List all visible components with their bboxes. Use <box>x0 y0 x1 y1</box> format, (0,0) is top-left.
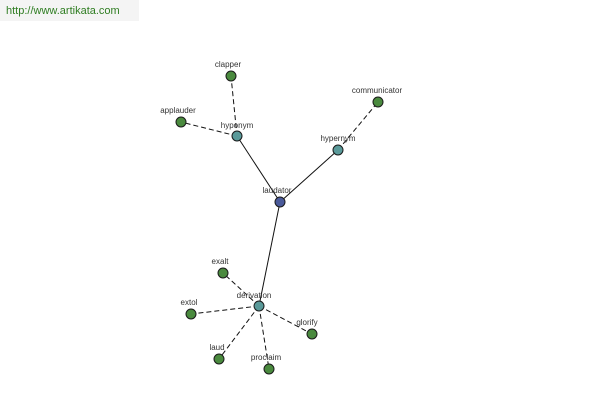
node-hyponym-dot[interactable] <box>231 130 243 142</box>
node-laudator[interactable]: laudator <box>263 186 292 208</box>
node-clapper-label: clapper <box>215 60 242 69</box>
nodes-layer: laudator hyponym hypernym derivation clapper… <box>160 60 403 375</box>
edge-derivation-exalt <box>222 272 260 307</box>
edge-derivation-extol <box>190 305 260 315</box>
node-exalt-dot[interactable] <box>217 267 229 279</box>
node-laudator-dot[interactable] <box>274 196 286 208</box>
site-url-link[interactable]: http://www.artikata.com <box>0 0 139 21</box>
node-laud[interactable]: laud <box>209 343 225 365</box>
edge-derivation-glorify <box>258 305 313 335</box>
node-proclaim-dot[interactable] <box>263 363 275 375</box>
node-extol-label: extol <box>181 298 198 307</box>
node-extol[interactable]: extol <box>181 298 198 320</box>
edge-hypernym-communicator <box>337 101 379 151</box>
node-hypernym-label: hypernym <box>320 134 355 143</box>
edge-derivation-proclaim <box>258 305 270 370</box>
node-applauder-label: applauder <box>160 106 196 115</box>
node-communicator-dot[interactable] <box>372 96 384 108</box>
edge-laudator-hyponym <box>236 135 281 203</box>
edge-derivation-laud <box>218 305 260 360</box>
node-hypernym[interactable]: hypernym <box>320 134 356 156</box>
node-proclaim[interactable]: proclaim <box>251 353 282 375</box>
node-laud-label: laud <box>209 343 224 352</box>
edge-hyponym-applauder <box>180 121 238 137</box>
node-hyponym[interactable]: hyponym <box>221 121 254 142</box>
node-hyponym-label: hyponym <box>221 121 254 130</box>
node-clapper-dot[interactable] <box>225 70 237 82</box>
node-glorify-label: glorify <box>296 318 317 327</box>
node-glorify-dot[interactable] <box>306 328 318 340</box>
node-proclaim-label: proclaim <box>251 353 282 362</box>
edge-laudator-hypernym <box>279 149 339 203</box>
node-derivation-label: derivation <box>237 291 272 300</box>
node-applauder[interactable]: applauder <box>160 106 196 128</box>
node-applauder-dot[interactable] <box>175 116 187 128</box>
node-communicator[interactable]: communicator <box>352 86 403 108</box>
node-exalt[interactable]: exalt <box>212 257 230 279</box>
edge-hyponym-clapper <box>230 75 238 137</box>
node-laudator-label: laudator <box>263 186 292 195</box>
node-extol-dot[interactable] <box>185 308 197 320</box>
node-communicator-label: communicator <box>352 86 403 95</box>
edges-layer <box>180 75 379 370</box>
node-exalt-label: exalt <box>212 257 230 266</box>
node-clapper[interactable]: clapper <box>215 60 242 82</box>
node-derivation-dot[interactable] <box>253 300 265 312</box>
node-laud-dot[interactable] <box>213 353 225 365</box>
edge-laudator-derivation <box>258 201 281 307</box>
node-hypernym-dot[interactable] <box>332 144 344 156</box>
node-glorify[interactable]: glorify <box>296 318 318 340</box>
node-derivation[interactable]: derivation <box>237 291 272 312</box>
